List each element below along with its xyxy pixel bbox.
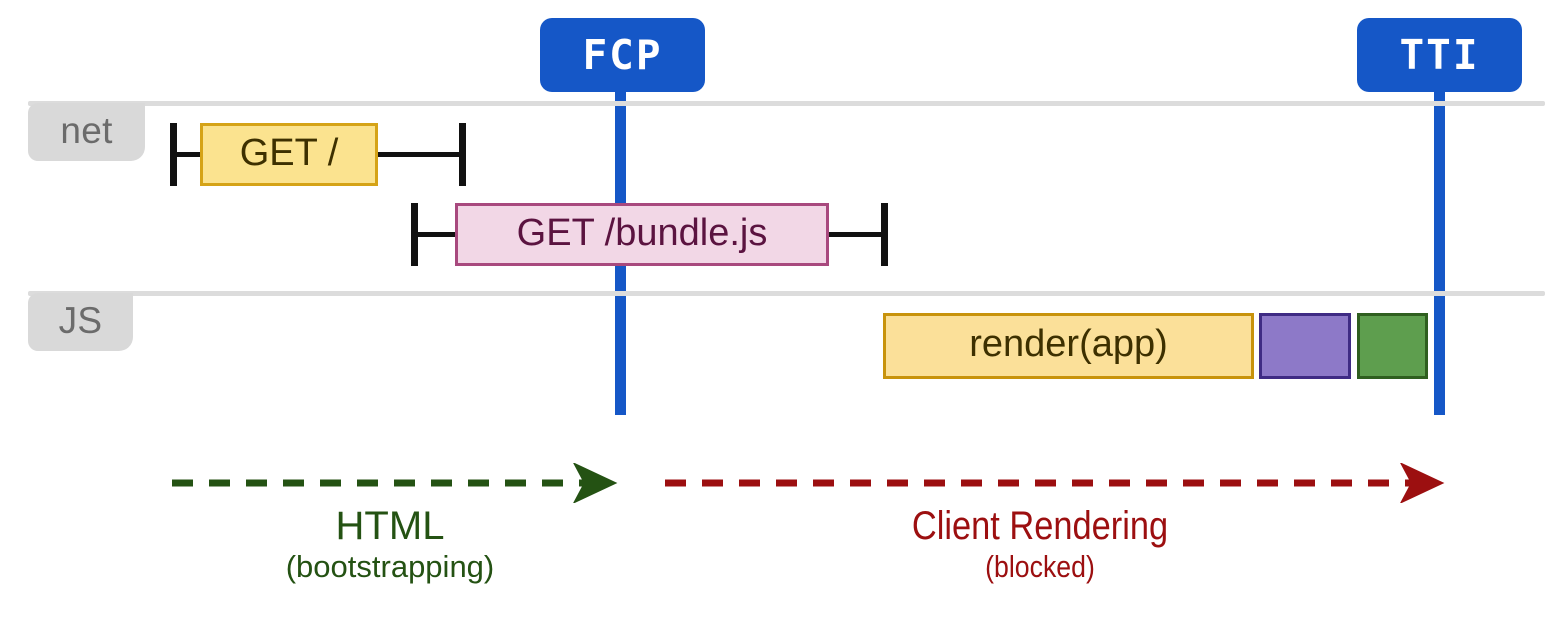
net-lane-line bbox=[28, 101, 1545, 106]
tti-badge[interactable]: TTI bbox=[1357, 18, 1522, 92]
html-phase-caption: HTML (bootstrapping) bbox=[190, 505, 590, 584]
fcp-badge[interactable]: FCP bbox=[540, 18, 705, 92]
net-task-get-bundle[interactable]: GET /bundle.js bbox=[455, 203, 829, 266]
get-bundle-whisker-cap-left bbox=[411, 203, 418, 266]
js-lane-label: JS bbox=[28, 293, 133, 351]
client-rendering-phase-arrow bbox=[665, 463, 1445, 503]
html-phase-title: HTML bbox=[335, 504, 445, 548]
net-lane-label: net bbox=[28, 103, 145, 161]
js-task-render-app[interactable]: render(app) bbox=[883, 313, 1254, 379]
js-task-purple-block[interactable] bbox=[1259, 313, 1351, 379]
get-root-whisker-cap-right bbox=[459, 123, 466, 186]
client-rendering-phase-title: Client Rendering bbox=[911, 504, 1169, 548]
html-phase-subtitle: (bootstrapping) bbox=[285, 549, 495, 584]
client-rendering-phase-caption: Client Rendering (blocked) bbox=[790, 505, 1290, 584]
client-rendering-phase-subtitle: (blocked) bbox=[985, 549, 1095, 584]
js-task-green-block[interactable] bbox=[1357, 313, 1428, 379]
js-lane-line bbox=[28, 291, 1545, 296]
tti-milestone-line bbox=[1434, 92, 1445, 415]
html-phase-arrow bbox=[172, 463, 618, 503]
get-bundle-whisker-cap-right bbox=[881, 203, 888, 266]
get-root-whisker-cap-left bbox=[170, 123, 177, 186]
net-task-get-root[interactable]: GET / bbox=[200, 123, 378, 186]
